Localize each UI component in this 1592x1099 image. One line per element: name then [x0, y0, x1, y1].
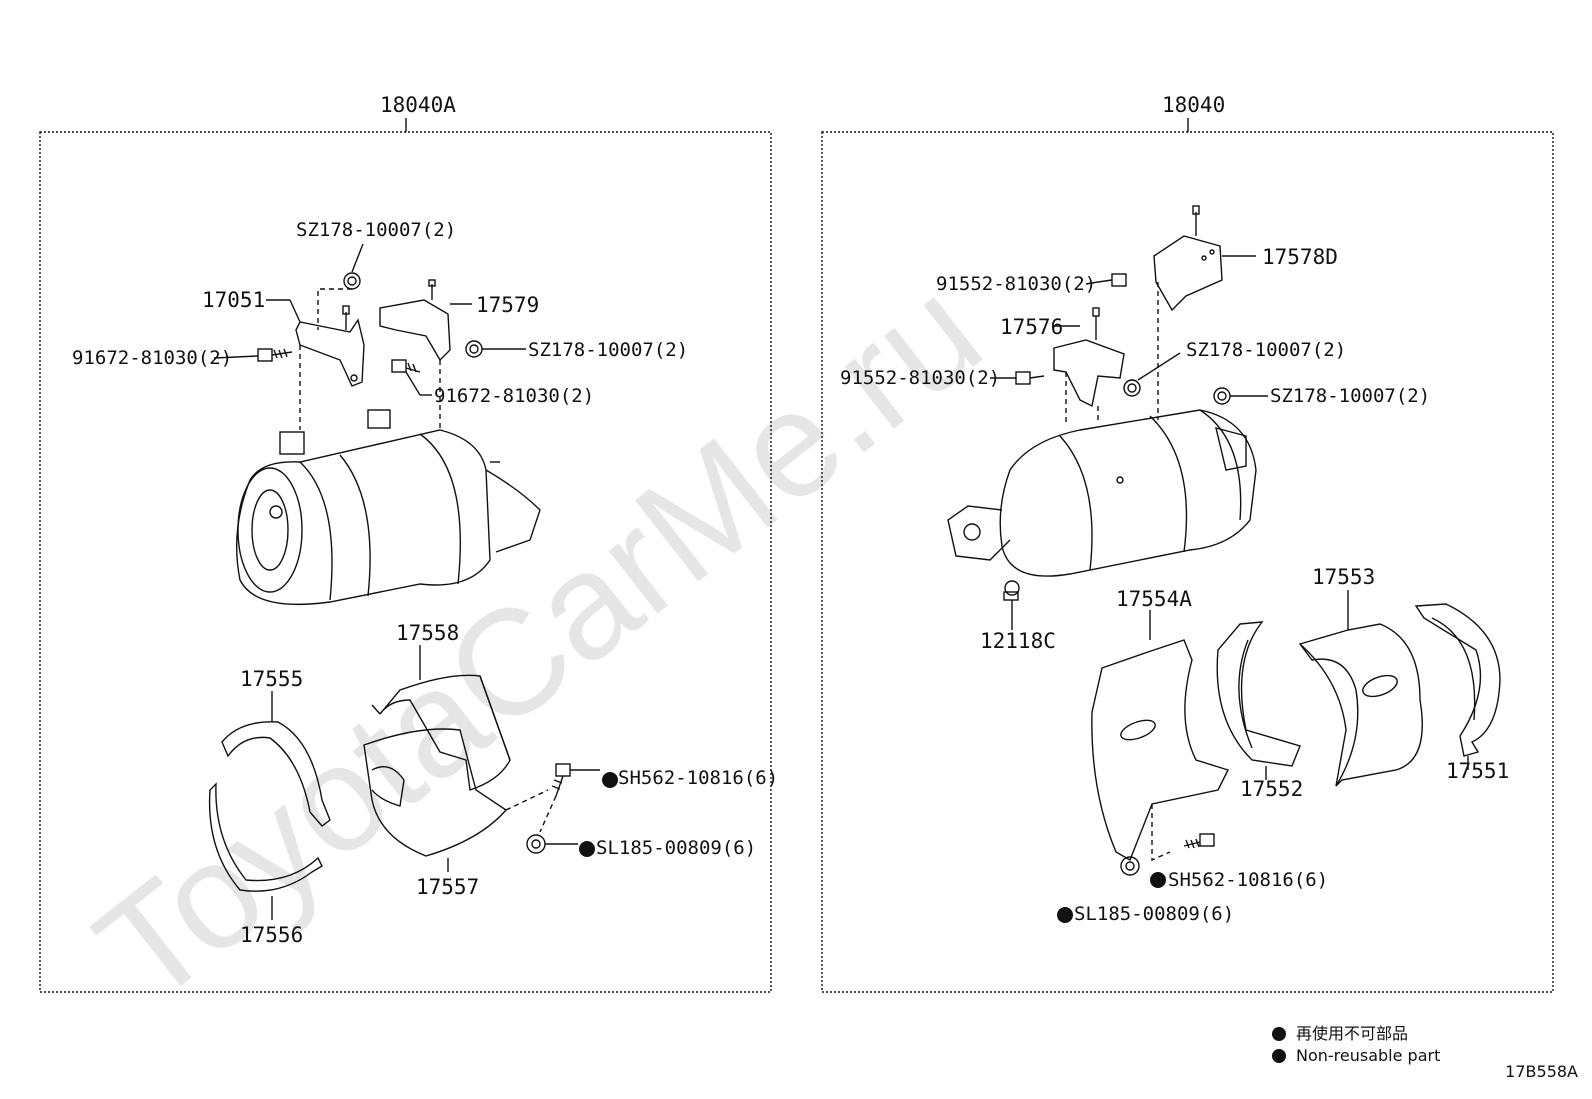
drawing-code: 17B558A	[1505, 1062, 1578, 1081]
heat-shield-17552	[1216, 621, 1301, 767]
part-label: SZ178-10007(2)	[1270, 385, 1430, 407]
part-label: 12118C	[980, 629, 1056, 653]
part-label: SH562-10816(6)	[1168, 869, 1328, 891]
part-label: 17552	[1240, 777, 1303, 801]
part-label: SH562-10816(6)	[618, 767, 778, 789]
bracket-17579	[379, 299, 451, 362]
part-label: 91552-81030(2)	[936, 273, 1096, 295]
non-reusable-marker	[602, 772, 618, 788]
part-label: 17557	[416, 875, 479, 899]
part-label: 17554A	[1116, 587, 1192, 611]
non-reusable-dot-icon	[1272, 1027, 1286, 1041]
part-label: 17553	[1312, 565, 1375, 589]
catalytic-converter-18040	[947, 409, 1257, 577]
assembly-label-18040a: 18040A	[380, 93, 456, 117]
non-reusable-marker	[1057, 907, 1073, 923]
part-label: 17556	[240, 923, 303, 947]
band-17556	[208, 782, 323, 892]
bolt-91552-icon	[1097, 273, 1127, 287]
band-17555	[221, 721, 331, 827]
bolt-sh562-icon	[1183, 833, 1215, 849]
nut-sz178-icon	[1213, 387, 1231, 405]
assembly-18040-frame	[821, 131, 1554, 993]
part-label: 17551	[1446, 759, 1509, 783]
nut-sz178-icon	[343, 272, 361, 290]
part-label: 17555	[240, 667, 303, 691]
legend-jp: 再使用不可部品	[1272, 1020, 1408, 1044]
heat-shield-17557	[363, 728, 508, 857]
bracket-17576	[1053, 339, 1125, 408]
part-label: 91672-81030(2)	[72, 347, 232, 369]
bolt-91672-icon	[391, 359, 421, 373]
part-label: SZ178-10007(2)	[528, 339, 688, 361]
clamp-12118c-icon	[1003, 580, 1020, 601]
bolt-91672-icon	[257, 348, 293, 362]
non-reusable-marker	[1150, 872, 1166, 888]
part-label: SZ178-10007(2)	[1186, 339, 1346, 361]
non-reusable-marker	[579, 841, 595, 857]
legend-en: Non-reusable part	[1272, 1046, 1440, 1065]
legend-jp-text: 再使用不可部品	[1296, 1024, 1409, 1043]
part-label: 17576	[1000, 315, 1063, 339]
part-label: 17579	[476, 293, 539, 317]
bolt-sh562-icon	[551, 763, 571, 797]
non-reusable-dot-icon	[1272, 1049, 1286, 1063]
bolt-91552-icon	[1015, 371, 1045, 385]
part-label: 17051	[202, 288, 265, 312]
heat-shield-17551	[1414, 603, 1501, 757]
part-label: 91552-81030(2)	[840, 367, 1000, 389]
heat-shield-17553	[1298, 623, 1423, 787]
part-label: SL185-00809(6)	[596, 837, 756, 859]
part-label: 17578D	[1262, 245, 1338, 269]
nut-sz178-icon	[1123, 379, 1141, 397]
part-label: SL185-00809(6)	[1074, 903, 1234, 925]
bracket-17051	[295, 318, 365, 387]
bracket-17578d	[1153, 235, 1223, 312]
nut-sl185-icon	[1120, 856, 1140, 876]
catalytic-converter-18040a	[235, 409, 541, 606]
nut-sl185-icon	[526, 834, 546, 854]
heat-shield-17554a	[1091, 639, 1229, 862]
part-label: SZ178-10007(2)	[296, 219, 456, 241]
part-label: 91672-81030(2)	[434, 385, 594, 407]
nut-sz178-icon	[465, 340, 483, 358]
assembly-label-18040: 18040	[1162, 93, 1225, 117]
heat-shield-17558	[379, 674, 511, 791]
part-label: 17558	[396, 621, 459, 645]
legend-en-text: Non-reusable part	[1296, 1046, 1441, 1065]
